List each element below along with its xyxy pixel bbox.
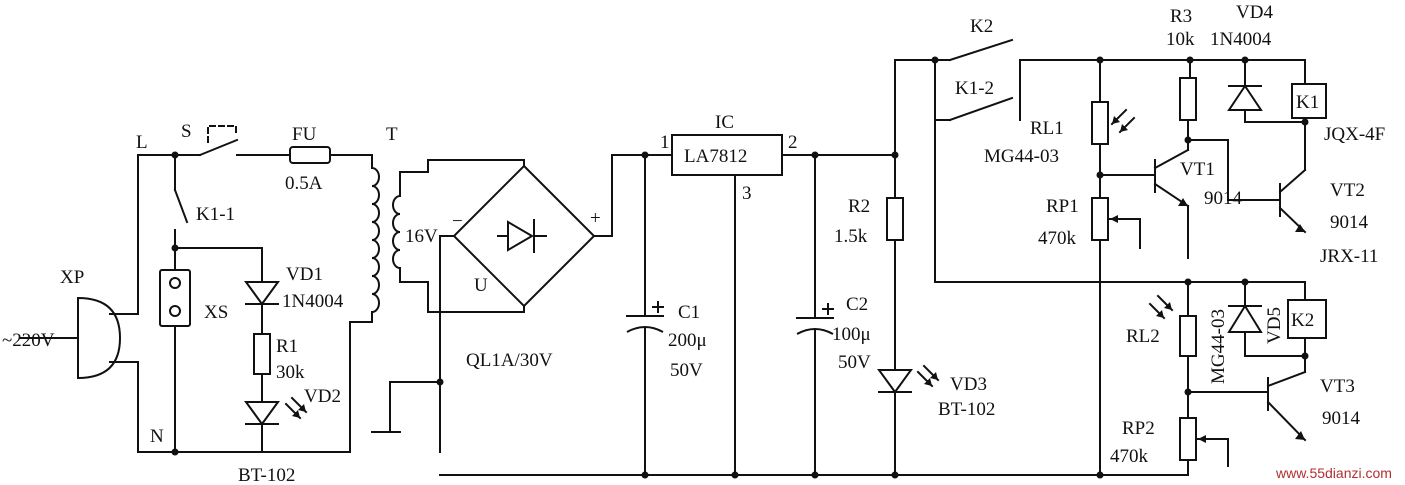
label-fu: FU [292,124,317,145]
label-r3-val: 10k [1166,29,1195,50]
bridge-rectifier [452,164,596,308]
label-vt1: VT1 [1180,159,1215,180]
potentiometer-rp2 [1179,417,1229,467]
fuse-fu [289,146,331,164]
label-rp1-val: 470k [1038,228,1077,249]
led-vd2 [244,396,308,426]
transistor-vt3 [1266,370,1307,442]
label-vd1: VD1 [286,264,323,285]
bridge-diode-symbol [497,219,547,253]
transistor-vt2 [1278,168,1307,234]
resistor-r1 [253,333,271,375]
label-r1: R1 [276,336,298,357]
label-pin2: 2 [788,132,798,153]
photoresistor-rl2 [1148,294,1197,357]
label-k1-2: K1-2 [955,78,994,99]
diode-vd5 [1227,304,1263,333]
pushbutton-s [207,125,237,143]
label-sec-v: 16V [405,226,438,247]
plug-xp-symbol [77,296,122,380]
label-xp: XP [60,267,84,288]
label-r2: R2 [848,196,870,217]
label-u: U [474,275,488,296]
label-rp1: RP1 [1046,196,1079,217]
label-r1-val: 30k [276,362,305,383]
label-vt1-val: 9014 [1204,188,1243,209]
transistor-vt1 [1153,148,1190,208]
mains-section [19,125,380,456]
transformer-primary [371,167,380,313]
label-c2: C2 [846,294,868,315]
regulator-section [626,59,940,476]
label-vt3: VT3 [1320,376,1355,397]
label-rl1: RL1 [1030,118,1064,139]
label-k2: K2 [970,16,993,37]
label-rp2-val: 470k [1110,446,1149,467]
transformer-secondary [392,195,401,269]
label-ic-part: LA7812 [684,146,747,167]
label-s: S [181,121,192,142]
label-vd1-val: 1N4004 [282,291,344,312]
label-c2-cap: 100μ [832,324,871,345]
rectifier-section [371,154,673,453]
label-rp2: RP2 [1122,418,1155,439]
label-rl1-val: MG44-03 [984,146,1059,167]
label-bridge: QL1A/30V [466,350,553,371]
label-vt3-val: 9014 [1322,408,1361,429]
label-c1-cap: 200μ [668,330,707,351]
label-k1-coil: K1 [1296,92,1319,113]
label-vd4: VD4 [1236,2,1273,23]
label-rl2-val: MG44-03 [1208,309,1229,384]
label-t: T [386,124,398,145]
diode-vd1 [244,281,280,306]
label-vd3-val: BT-102 [938,399,995,420]
label-vd2: VD2 [304,386,341,407]
label-k1-1: K1-1 [196,204,235,225]
relay-coil-k1 [1291,83,1327,119]
label-minus: − [452,211,463,232]
label-vd2-val: BT-102 [238,465,295,485]
label-c1-v: 50V [670,360,703,381]
label-ic: IC [715,112,734,133]
label-n: N [150,426,164,447]
label-vd4-val: 1N4004 [1210,29,1272,50]
diode-vd4 [1227,84,1263,111]
photoresistor-rl1 [1091,101,1136,145]
label-relay2: JRX-11 [1320,246,1378,267]
label-vd5: VD5 [1264,307,1285,344]
label-relay1: JQX-4F [1324,124,1385,145]
label-r2-val: 1.5k [834,226,868,247]
label-plus: + [590,208,601,229]
led-vd3 [877,364,940,394]
label-vt2-val: 9014 [1330,212,1369,233]
label-rl2: RL2 [1126,326,1160,347]
resistor-r2 [886,197,904,241]
control-section [894,38,1327,476]
label-c2-v: 50V [838,352,871,373]
label-fu-val: 0.5A [285,173,323,194]
label-xs: XS [204,302,228,323]
label-l: L [136,132,148,153]
label-r3: R3 [1170,6,1192,27]
label-vd3: VD3 [950,374,987,395]
label-ac: ~220V [2,330,55,351]
label-k2-coil: K2 [1291,310,1314,331]
relay-coil-k2 [1287,299,1327,339]
label-pin1: 1 [660,132,670,153]
resistor-r3 [1179,77,1197,121]
label-pin3: 3 [742,183,752,204]
label-vt2: VT2 [1330,180,1365,201]
watermark: www.55dianzi.com [1275,465,1392,481]
label-c1: C1 [678,302,700,323]
